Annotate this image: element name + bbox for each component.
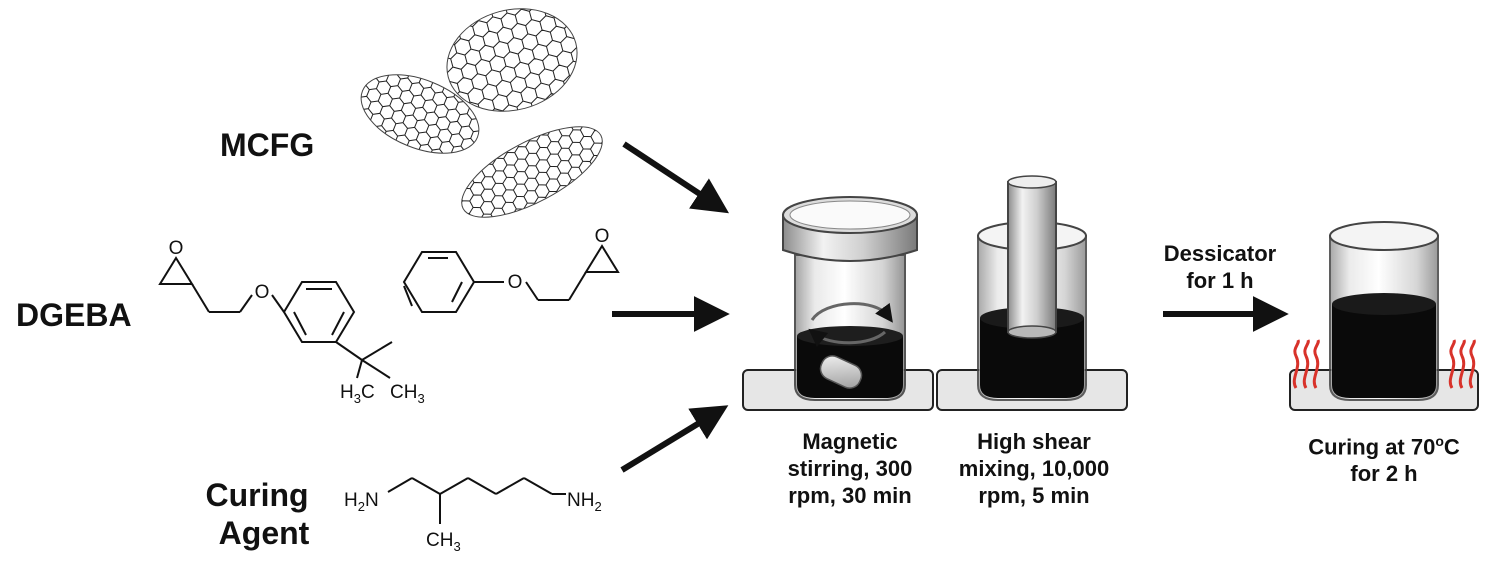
dgeba-oxygen-right: O [595, 226, 610, 247]
magnetic-line-3: rpm, 30 min [788, 483, 912, 508]
dgeba-methyl-left: H3C [340, 382, 375, 406]
curing-line-1: Curing at 70oC [1308, 433, 1460, 460]
graphene-flake-1 [446, 8, 578, 112]
dessicator-line-2: for 1 h [1186, 268, 1254, 293]
curing-amine-right: NH2 [567, 490, 602, 514]
graphene-flake-3 [461, 126, 603, 218]
magnetic-stirring-caption: Magnetic stirring, 300 rpm, 30 min [750, 428, 950, 509]
shear-line-1: High shear [977, 429, 1091, 454]
magnetic-line-1: Magnetic [802, 429, 898, 454]
dgeba-methyl-right: CH3 [390, 382, 425, 406]
arrow-curing-agent [620, 405, 729, 473]
mcfg-label: MCFG [220, 127, 315, 163]
dgeba-oxygen-left: O [169, 238, 184, 259]
heat-waves-icon [1292, 339, 1476, 389]
graphene-flake-2 [360, 74, 480, 154]
curing-vial-icon [1329, 221, 1439, 401]
curing-agent-line-1: Curing [205, 477, 309, 513]
arrow-mcfg [622, 141, 730, 214]
curing-methyl: CH3 [426, 530, 461, 554]
shear-line-2: mixing, 10,000 [958, 456, 1110, 481]
dgeba-oxygen-ether-right: O [508, 272, 523, 293]
magnetic-stirring-vial-icon [782, 196, 918, 401]
dgeba-structure-icon [158, 244, 620, 379]
curing-line-2: for 2 h [1350, 461, 1418, 487]
dessicator-caption: Dessicator for 1 h [1140, 240, 1300, 294]
high-shear-caption: High shear mixing, 10,000 rpm, 5 min [934, 428, 1134, 509]
magnetic-line-2: stirring, 300 [787, 456, 913, 481]
dessicator-line-1: Dessicator [1163, 241, 1277, 266]
graphene-flakes-icon [349, 0, 615, 236]
curing-caption: Curing at 70oC for 2 h [1284, 428, 1484, 487]
dgeba-label: DGEBA [16, 297, 132, 333]
curing-amine-left: H2N [344, 490, 379, 514]
curing-agent-structure-icon [387, 477, 566, 524]
high-shear-mixer-icon [977, 175, 1087, 401]
curing-agent-label: Curing Agent [198, 476, 316, 552]
curing-agent-line-2: Agent [218, 515, 310, 551]
shear-line-3: rpm, 5 min [978, 483, 1090, 508]
dgeba-oxygen-ether-left: O [255, 282, 270, 303]
